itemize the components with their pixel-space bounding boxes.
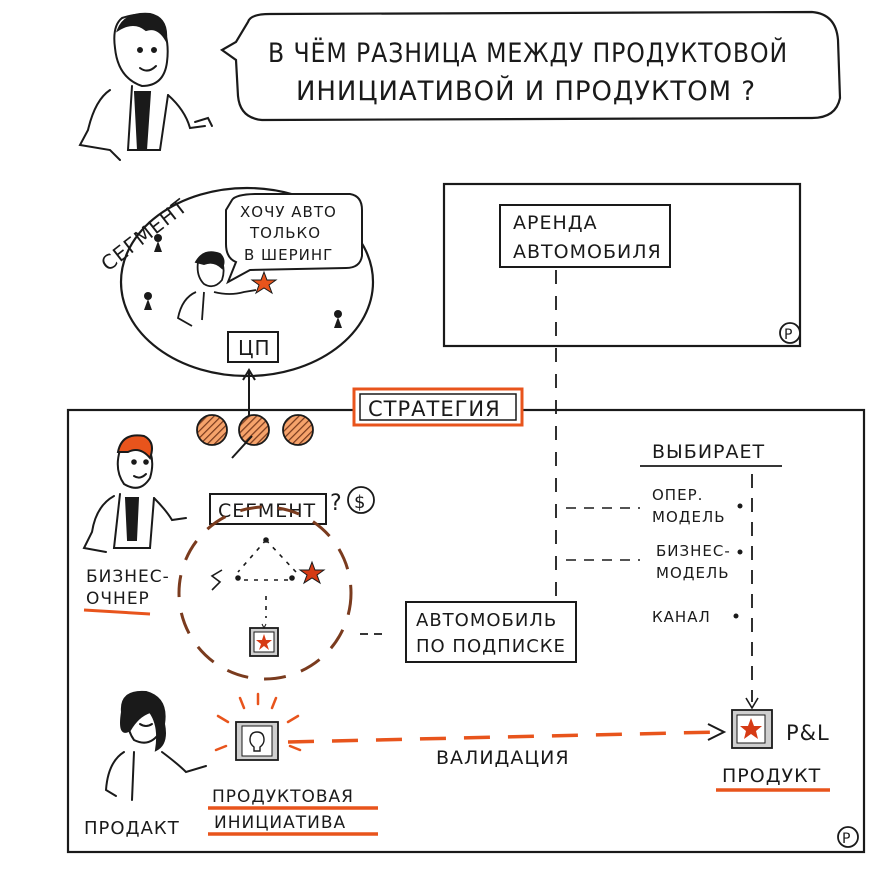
pawn-icon bbox=[144, 292, 152, 310]
business-owner-role-2: ОЧНЕР bbox=[86, 589, 150, 609]
star-icon bbox=[250, 270, 278, 295]
segment-tag: СЕГМЕНТ bbox=[218, 500, 316, 522]
validation-label: ВАЛИДАЦИЯ bbox=[436, 747, 570, 769]
question-mark: ? bbox=[330, 491, 343, 516]
chooses-item-1-line-1: ОПЕР. bbox=[652, 486, 703, 504]
svg-text:P: P bbox=[842, 831, 851, 847]
star-icon bbox=[298, 560, 326, 585]
subscription-line-2: ПО ПОДПИСКЕ bbox=[416, 636, 566, 657]
product-owner-figure bbox=[104, 690, 207, 801]
svg-text:P: P bbox=[784, 327, 793, 343]
pl-label: P&L bbox=[786, 721, 830, 745]
rental-line-1: АРЕНДА bbox=[513, 212, 598, 234]
chooses-title: ВЫБИРАЕТ bbox=[652, 441, 765, 463]
question-line-2: ИНИЦИАТИВОЙ И ПРОДУКТОМ ? bbox=[296, 75, 756, 107]
narrator-man-figure bbox=[78, 12, 213, 161]
business-owner-figure bbox=[82, 434, 187, 553]
dollar-icon: $ bbox=[347, 486, 375, 514]
subscription-line-1: АВТОМОБИЛЬ bbox=[416, 610, 557, 631]
wish-line-3: В ШЕРИНГ bbox=[244, 246, 333, 264]
business-owner-role-1: БИЗНЕС- bbox=[86, 567, 170, 587]
product-box-icon bbox=[731, 709, 773, 749]
pawn-icon bbox=[154, 234, 162, 252]
svg-text:$: $ bbox=[354, 492, 366, 513]
wish-line-2: ТОЛЬКО bbox=[249, 224, 321, 242]
subscription-box bbox=[405, 601, 577, 663]
business-model-diagram bbox=[210, 537, 297, 618]
customer-figure bbox=[176, 251, 257, 327]
wish-bubble bbox=[225, 193, 363, 285]
initiative-line-2: ИНИЦИАТИВА bbox=[214, 813, 346, 833]
rental-label-box bbox=[499, 204, 671, 268]
product-box-icon bbox=[249, 623, 279, 657]
lightbulb-icon bbox=[214, 692, 302, 761]
cp-box bbox=[227, 331, 279, 363]
validation-arrow-head bbox=[707, 723, 727, 741]
product-owner-role: ПРОДАКТ bbox=[84, 818, 180, 839]
chooses-item-2-line-2: МОДЕЛЬ bbox=[656, 564, 730, 582]
rental-corner-mark: P bbox=[779, 322, 801, 344]
business-model-dashed-circle bbox=[177, 505, 353, 681]
role-underline bbox=[83, 608, 151, 616]
rental-line-2: АВТОМОБИЛЯ bbox=[513, 241, 662, 263]
wish-line-1: ХОЧУ АВТО bbox=[240, 203, 337, 221]
question-line-1: В ЧЁМ РАЗНИЦА МЕЖДУ ПРОДУКТОВОЙ bbox=[268, 37, 788, 69]
chooses-bullets bbox=[733, 503, 743, 619]
chooses-item-2-line-1: БИЗНЕС- bbox=[656, 542, 731, 560]
pawn-icon bbox=[334, 310, 342, 328]
chooses-item-3: КАНАЛ bbox=[652, 608, 711, 626]
product-label: ПРОДУКТ bbox=[722, 765, 821, 787]
cp-label: ЦП bbox=[238, 336, 271, 360]
strategy-label-box: СТРАТЕГИЯ bbox=[352, 387, 524, 427]
strategy-label: СТРАТЕГИЯ bbox=[368, 397, 501, 421]
validation-arrow bbox=[287, 730, 719, 744]
chooses-arrow-head bbox=[745, 697, 759, 710]
chooses-item-1-line-2: МОДЕЛЬ bbox=[652, 508, 726, 526]
coin-stack bbox=[196, 414, 314, 459]
segment-tag-box bbox=[209, 493, 327, 525]
initiative-line-1: ПРОДУКТОВАЯ bbox=[212, 787, 354, 807]
question-bubble bbox=[219, 10, 842, 122]
main-corner-mark: P bbox=[837, 826, 859, 848]
